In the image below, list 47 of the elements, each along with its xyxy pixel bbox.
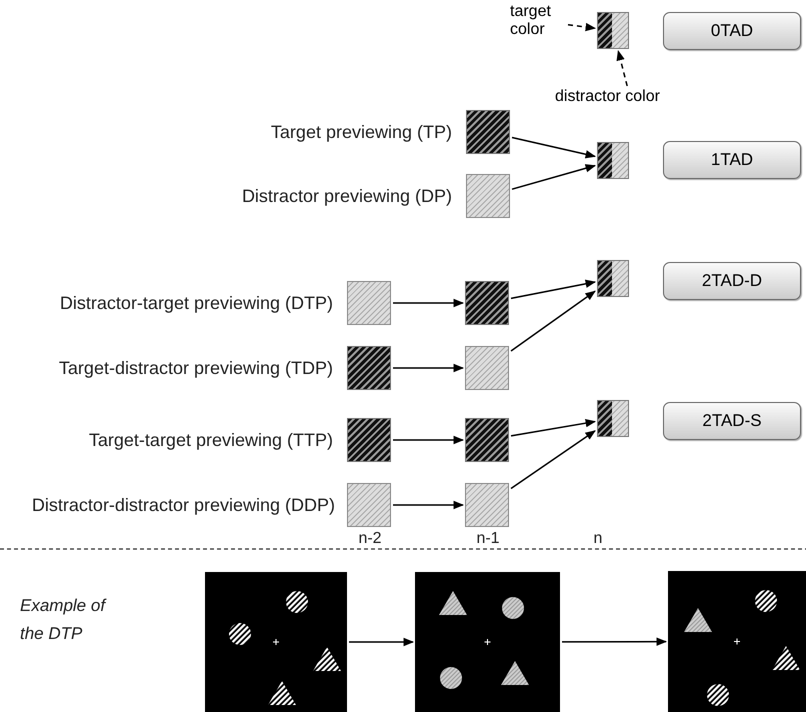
arrow <box>510 430 596 490</box>
condition-label: Target-distractor previewing (TDP) <box>58 356 333 380</box>
distractor-color-square <box>466 174 510 218</box>
stimulus-display-drawing <box>205 572 347 712</box>
split-color-square <box>597 142 629 179</box>
arrow <box>393 500 464 510</box>
arrow <box>512 136 596 158</box>
condition-label: Distractor previewing (DP) <box>240 184 452 208</box>
condition-label: Target previewing (TP) <box>270 120 452 144</box>
distractor-color-square <box>465 346 509 390</box>
arrow <box>562 637 668 646</box>
condition-tag: 0TAD <box>663 12 801 50</box>
position-label: n-1 <box>475 530 501 548</box>
split-color-square <box>597 12 629 49</box>
target-color-square <box>347 346 391 390</box>
callout-label: distractor color <box>555 88 705 106</box>
condition-tag: 1TAD <box>663 141 801 179</box>
leader-line <box>616 50 628 86</box>
stimulus-display-drawing <box>668 571 806 712</box>
distractor-color-square <box>465 483 509 527</box>
condition-label: Distractor-target previewing (DTP) <box>58 292 333 315</box>
position-label: n-2 <box>357 530 383 548</box>
stimulus-display-drawing <box>415 572 560 712</box>
distractor-color-square <box>347 281 391 325</box>
example-caption: Example of the DTP <box>20 595 108 645</box>
arrow <box>393 436 464 444</box>
split-color-square <box>597 400 629 437</box>
arrow <box>512 164 596 190</box>
arrow <box>349 638 414 646</box>
condition-label: Distractor-distractor previewing (DDP) <box>30 494 335 517</box>
arrow <box>510 280 596 300</box>
target-color-square <box>465 418 509 462</box>
arrow <box>510 290 596 352</box>
split-color-square <box>597 260 629 297</box>
callout-label: target color <box>510 3 566 39</box>
condition-tag: 2TAD-S <box>663 402 801 440</box>
leader-line <box>568 22 596 32</box>
target-color-square <box>465 281 509 325</box>
target-color-square <box>466 110 510 154</box>
distractor-color-square <box>347 483 391 527</box>
position-label: n <box>592 530 604 548</box>
target-color-square <box>347 418 391 462</box>
arrow <box>393 298 464 308</box>
arrow <box>393 364 464 372</box>
condition-label: Target-target previewing (TTP) <box>88 428 333 452</box>
arrow <box>510 419 596 437</box>
condition-tag: 2TAD-D <box>663 262 801 300</box>
